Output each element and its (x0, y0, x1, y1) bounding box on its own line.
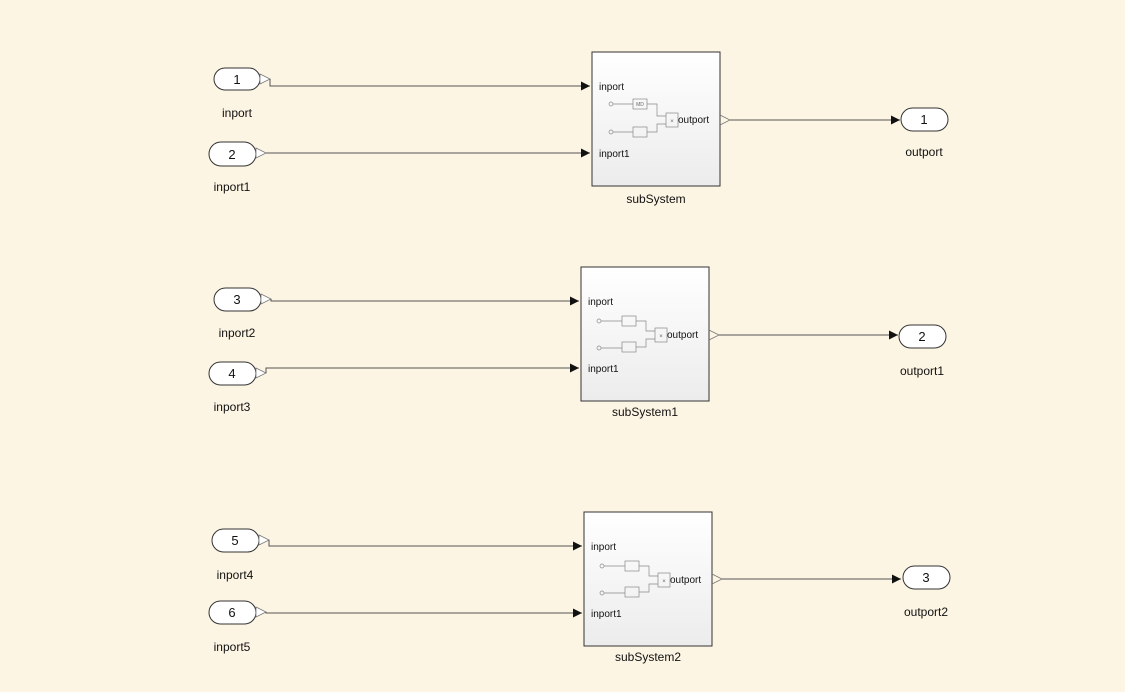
inport-label: inport5 (214, 640, 251, 654)
subsystem-inport-label: inport1 (591, 609, 622, 620)
outport-block-3[interactable]: 3 (902, 565, 951, 590)
svg-text:MD: MD (636, 102, 644, 108)
svg-text:×: × (670, 119, 674, 125)
outport-label: outport (905, 145, 943, 159)
outport-number: 1 (920, 112, 927, 127)
svg-text:×: × (662, 579, 666, 585)
port-triangle-icon (258, 534, 270, 546)
signal-line[interactable] (265, 363, 579, 373)
outport-number: 2 (918, 329, 925, 344)
signal-line[interactable] (269, 79, 590, 91)
inport-block-2[interactable]: 2 (208, 141, 267, 167)
subsystem-label: subSystem1 (612, 405, 678, 419)
inport-number: 3 (233, 292, 240, 307)
signal-line[interactable] (265, 608, 582, 618)
outport-block-2[interactable]: 2 (898, 324, 947, 349)
port-triangle-icon (255, 606, 267, 618)
subsystem-inport-label: inport (591, 542, 616, 553)
outport-label: outport1 (900, 364, 944, 378)
port-triangle-icon (711, 573, 723, 585)
subsystem-inport-label: inport1 (599, 149, 630, 160)
inport-number: 4 (228, 366, 235, 381)
inport-block-5[interactable]: 5 (211, 528, 270, 553)
subsystem2-block[interactable]: inport inport1 outport × (583, 511, 723, 647)
port-triangle-icon (719, 114, 731, 126)
inport-block-1[interactable]: 1 (213, 67, 271, 91)
port-triangle-icon (260, 293, 272, 305)
subsystem1-block[interactable]: inport inport1 outport × (580, 266, 720, 402)
inport-block-3[interactable]: 3 (213, 287, 272, 312)
inport-label: inport1 (214, 180, 251, 194)
subsystem-preview-icon: × (596, 315, 668, 353)
port-triangle-icon (708, 329, 720, 341)
subsystem-inport-label: inport (588, 297, 613, 308)
inport-block-4[interactable]: 4 (208, 361, 267, 386)
subsystem-preview-icon: × (599, 560, 671, 598)
subsystem-outport-label: outport (667, 330, 698, 341)
signal-line[interactable] (268, 540, 582, 551)
inport-label: inport3 (214, 400, 251, 414)
subsystem-inport-label: inport1 (588, 364, 619, 375)
inport-number: 6 (228, 605, 235, 620)
signal-line[interactable] (270, 296, 579, 306)
inport-label: inport2 (219, 326, 256, 340)
port-triangle-icon (259, 73, 271, 85)
inport-label: inport (222, 106, 253, 120)
subsystem-block[interactable]: inport inport1 outport MD × (591, 51, 731, 187)
subsystem-inport-label: inport (599, 82, 624, 93)
inport-block-6[interactable]: 6 (208, 600, 267, 625)
outport-label: outport2 (904, 605, 948, 619)
subsystem-label: subSystem2 (615, 650, 681, 664)
port-triangle-icon (255, 367, 267, 379)
outport-block-1[interactable]: 1 (900, 107, 949, 132)
subsystem-label: subSystem (626, 192, 685, 206)
subsystem-preview-icon: MD × (608, 98, 679, 138)
inport-number: 2 (228, 147, 235, 162)
subsystem-outport-label: outport (678, 115, 709, 126)
svg-text:×: × (659, 334, 663, 340)
inport-number: 5 (231, 533, 238, 548)
outport-number: 3 (922, 570, 929, 585)
port-triangle-icon (255, 147, 267, 159)
inport-number: 1 (233, 72, 240, 87)
inport-label: inport4 (217, 568, 254, 582)
subsystem-outport-label: outport (670, 575, 701, 586)
